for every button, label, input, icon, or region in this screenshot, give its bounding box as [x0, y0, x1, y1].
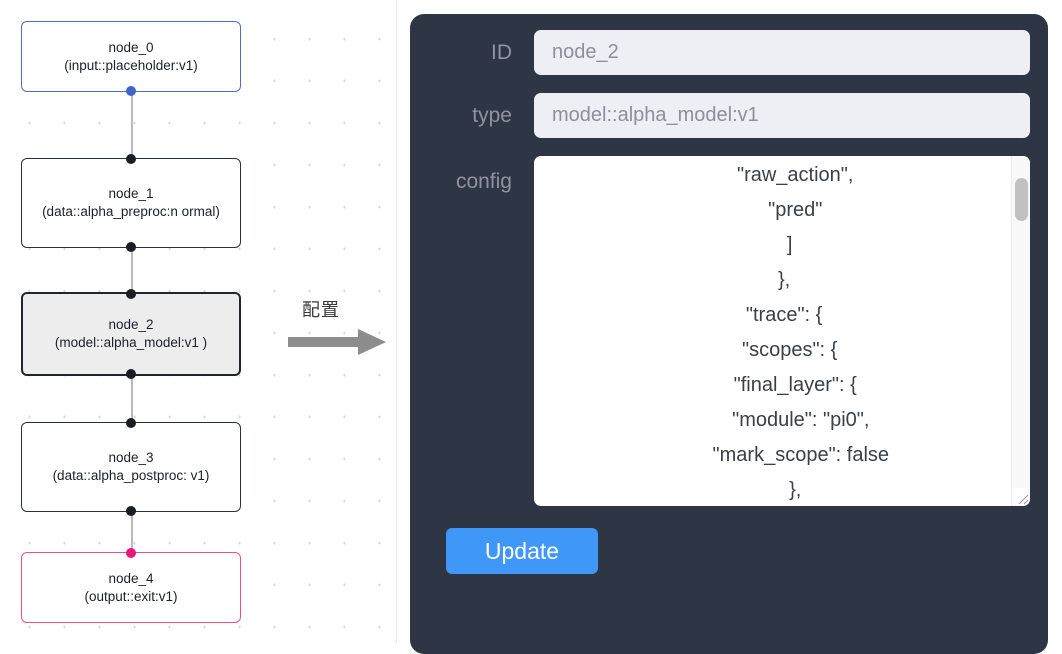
node-graph[interactable]: node_0 (input::placeholder:v1) node_1 (d… [0, 0, 396, 643]
node-title: node_1 [108, 186, 154, 201]
node-subtitle: (input::placeholder:v1) [64, 57, 198, 73]
node-handle-top[interactable] [126, 154, 136, 164]
type-label: type [472, 103, 512, 127]
field-row-config: config "raw_action", "pred" ] }, "trace"… [428, 156, 1030, 506]
node-config-panel: ID node_2 type model::alpha_model:v1 con… [410, 14, 1048, 654]
field-row-id: ID node_2 [428, 30, 1030, 75]
node-handle-bottom[interactable] [126, 242, 136, 252]
edge-node2-node3 [131, 376, 133, 422]
arrow-right-icon [288, 329, 386, 355]
node-subtitle: (data::alpha_postproc: v1) [52, 468, 210, 483]
config-textarea[interactable]: "raw_action", "pred" ] }, "trace": { "sc… [534, 156, 1030, 506]
config-textarea-value: "raw_action", "pred" ] }, "trace": { "sc… [712, 164, 890, 501]
config-arrow-group: 配置 [288, 296, 392, 366]
node-subtitle: (data::alpha_preproc:n ormal) [42, 204, 220, 219]
graph-node-node_0[interactable]: node_0 (input::placeholder:v1) [21, 21, 241, 96]
node-title: node_0 [108, 39, 154, 55]
node-title: node_2 [108, 317, 154, 332]
node-handle-top[interactable] [126, 548, 136, 558]
node-subtitle: (output::exit:v1) [84, 588, 178, 604]
id-input[interactable]: node_2 [534, 30, 1030, 75]
node-handle-top[interactable] [126, 418, 136, 428]
node-title: node_4 [108, 570, 154, 586]
arrow-label: 配置 [302, 300, 340, 321]
graph-node-node_2[interactable]: node_2 (model::alpha_model:v1 ) [21, 289, 241, 379]
node-handle-bottom[interactable] [126, 506, 136, 516]
node-handle-bottom[interactable] [126, 86, 136, 96]
graph-node-node_4[interactable]: node_4 (output::exit:v1) [21, 548, 241, 623]
edge-node1-node2 [131, 248, 133, 292]
type-input[interactable]: model::alpha_model:v1 [534, 93, 1030, 138]
config-label: config [455, 170, 512, 193]
canvas-panel-divider [396, 0, 397, 643]
textarea-resize-handle[interactable] [1012, 488, 1029, 505]
config-scrollbar-thumb[interactable] [1015, 178, 1028, 221]
graph-node-node_1[interactable]: node_1 (data::alpha_preproc:n ormal) [21, 154, 241, 252]
config-scrollbar[interactable] [1011, 156, 1030, 506]
field-row-type: type model::alpha_model:v1 [428, 93, 1030, 138]
node-title: node_3 [108, 450, 154, 465]
id-label: ID [491, 40, 512, 64]
edge-node0-node1 [131, 92, 133, 158]
node-subtitle: (model::alpha_model:v1 ) [54, 335, 208, 350]
graph-node-node_3[interactable]: node_3 (data::alpha_postproc: v1) [21, 418, 241, 516]
node-handle-bottom[interactable] [126, 369, 136, 379]
edge-node3-node4 [131, 512, 133, 552]
node-handle-top[interactable] [126, 289, 136, 299]
update-button[interactable]: Update [446, 528, 598, 574]
